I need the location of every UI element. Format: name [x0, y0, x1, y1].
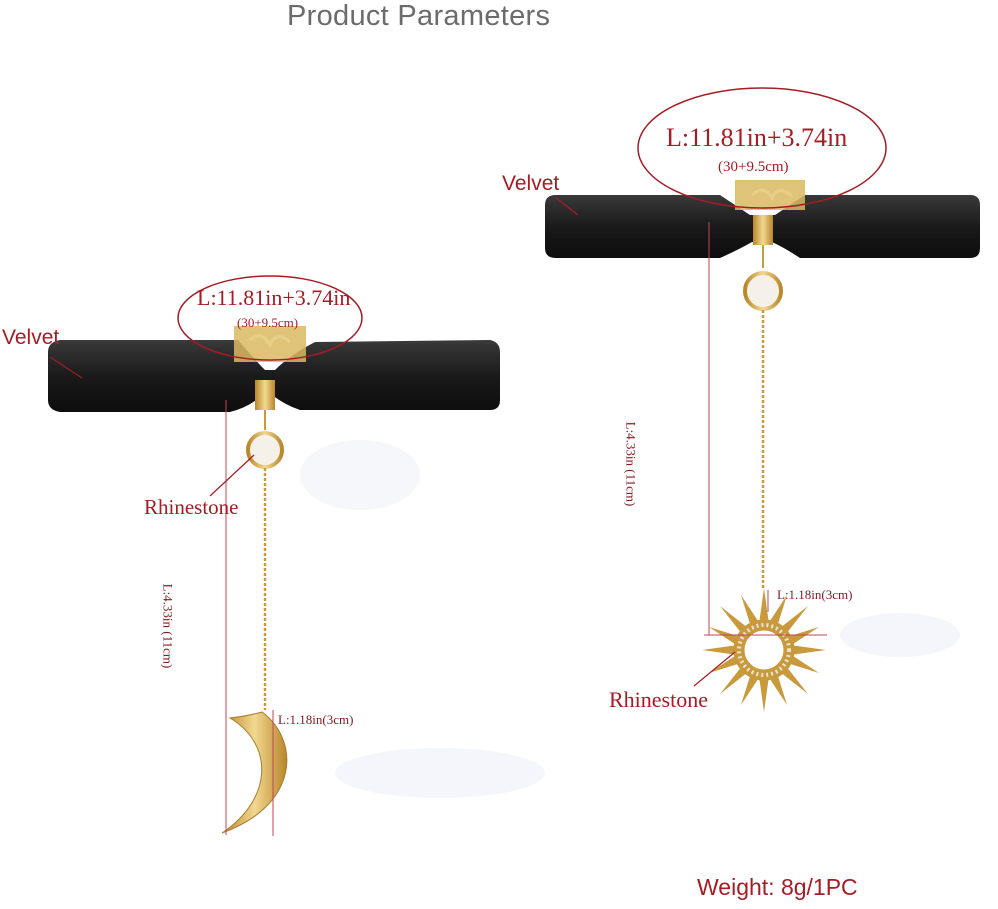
rhinestone-label: Rhinestone [609, 687, 708, 712]
center-bar [255, 380, 275, 410]
sun-star-icon [702, 588, 826, 712]
left-choker [48, 326, 500, 834]
velvet-label: Velvet [502, 172, 560, 195]
pendant-size-label: L:1.18in(3cm) [278, 712, 354, 727]
rhinestone-label: Rhinestone [144, 495, 239, 519]
crescent-moon-icon [221, 711, 288, 834]
rhinestone [743, 271, 783, 311]
length-metric-label: (30+9.5cm) [237, 315, 299, 330]
length-metric-label: (30+9.5cm) [718, 159, 789, 175]
page-title: Product Parameters [287, 0, 551, 32]
length-label: L:11.81in+3.74in [666, 123, 848, 152]
weight-label: Weight: 8g/1PC [697, 874, 858, 900]
length-label: L:11.81in+3.74in [197, 285, 351, 310]
pendant-size-label: L:1.18in(3cm) [777, 587, 853, 602]
rhinestone [246, 431, 284, 469]
drop-length-label: L:4.33in (11cm) [623, 421, 639, 507]
right-choker [545, 180, 980, 712]
velvet-label: Velvet [2, 326, 60, 349]
drop-length-label: L:4.33in (11cm) [160, 583, 176, 669]
velvet-band [48, 340, 500, 412]
center-bar [753, 215, 773, 245]
